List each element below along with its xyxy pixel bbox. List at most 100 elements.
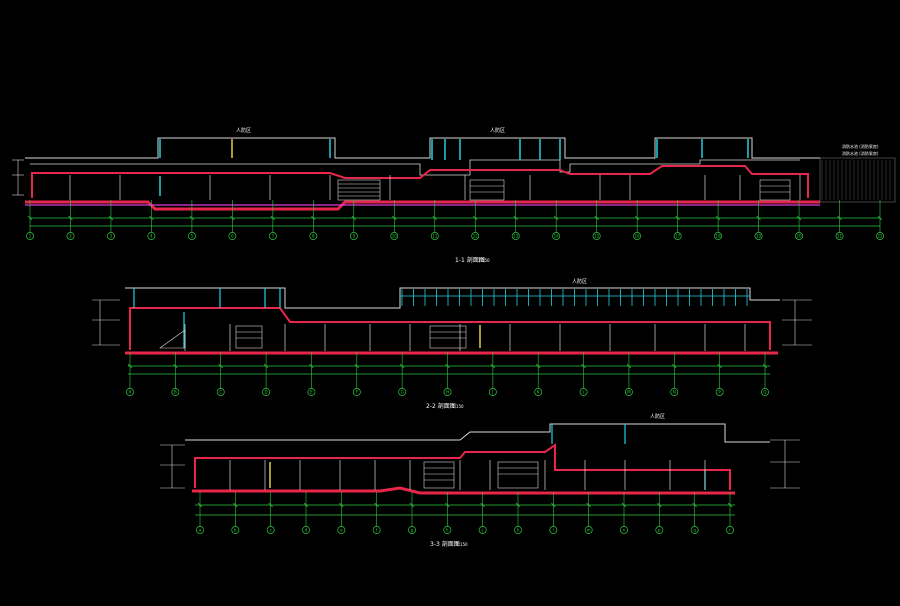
axis-label: d	[305, 528, 308, 533]
axis-bubble	[398, 388, 407, 396]
axis-bubble	[726, 526, 734, 534]
dimension-tick	[490, 363, 496, 369]
dimension-tick	[877, 215, 883, 221]
dimension-tick	[263, 363, 269, 369]
axis-label: a	[199, 528, 202, 533]
axis-label: 2	[69, 234, 72, 239]
section-2-wall	[129, 307, 771, 350]
dimension-tick	[837, 215, 842, 221]
section-1-roof-line	[25, 137, 820, 159]
axis-label: 1	[29, 234, 32, 239]
dimension-tick	[432, 215, 438, 221]
axis-bubble	[690, 526, 699, 534]
dimension-tick	[621, 502, 627, 508]
axis-label: g	[411, 528, 414, 533]
dimension-tick	[657, 502, 662, 508]
axis-label: 9	[353, 234, 356, 239]
axis-label: 13	[513, 234, 519, 239]
axis-label: K	[537, 390, 540, 395]
dimension-tick	[218, 363, 223, 369]
dimension-tick	[311, 215, 316, 221]
dimension-tick	[127, 363, 133, 369]
axis-bubble	[579, 388, 588, 396]
axis-bubble	[715, 388, 724, 396]
axis-label: 8	[312, 234, 315, 239]
axis-label: k	[517, 528, 520, 533]
dimension-tick	[515, 502, 521, 508]
axis-label: l	[553, 528, 554, 533]
axis-label: 6	[231, 234, 234, 239]
dimension-tick	[268, 502, 273, 508]
axis-label: 19	[756, 234, 762, 239]
dimension-tick	[189, 215, 195, 221]
axis-label: 18	[716, 234, 722, 239]
axis-bubble	[26, 232, 34, 240]
axis-bubble	[171, 388, 180, 396]
section-3-scale: 1:150	[456, 542, 468, 547]
axis-bubble	[309, 232, 318, 240]
axis-bubble	[488, 388, 497, 396]
dimension-tick	[173, 363, 178, 369]
dimension-tick	[399, 363, 405, 369]
dimension-tick	[675, 215, 680, 221]
dimension-tick	[727, 502, 733, 508]
section-3-columns	[229, 460, 706, 490]
section-1-ceiling-line	[30, 159, 800, 176]
axis-label: r	[729, 528, 731, 533]
axis-bubble	[534, 388, 543, 396]
axis-bubble	[761, 388, 769, 396]
section-1-wall	[31, 165, 809, 198]
dimension-tick	[551, 502, 556, 508]
axis-label: 15	[594, 234, 600, 239]
dimension-tick	[270, 215, 276, 221]
axis-bubble	[126, 388, 134, 396]
axis-bubble	[514, 526, 522, 534]
axis-bubble	[673, 232, 682, 240]
dimension-tick	[351, 215, 357, 221]
axis-bubble	[337, 526, 346, 534]
axis-label: n	[623, 528, 626, 533]
dimension-tick	[626, 363, 632, 369]
axis-bubble	[390, 232, 399, 240]
section-1-hatch	[819, 157, 896, 203]
dimension-tick	[762, 363, 768, 369]
axis-label: h	[446, 528, 449, 533]
axis-label: N	[673, 390, 676, 395]
axis-label: E	[310, 390, 313, 395]
axis-bubble	[714, 232, 723, 240]
axis-bubble	[262, 388, 271, 396]
section-1-base-strip	[25, 204, 820, 206]
section-2-glazing	[133, 288, 281, 348]
axis-bubble	[511, 232, 520, 240]
axis-bubble	[655, 526, 664, 534]
section-1-hatch-lines	[821, 160, 891, 200]
section-1-floor-slab	[25, 200, 820, 211]
axis-label: m	[587, 528, 591, 533]
section-2-title: 2-2 剖面图	[426, 402, 456, 410]
axis-label: 7	[272, 234, 275, 239]
axis-bubble	[443, 526, 452, 534]
section-3-wall	[194, 443, 731, 490]
section-2-stairs	[159, 325, 467, 349]
dimension-tick	[108, 215, 114, 221]
axis-label: B	[174, 390, 177, 395]
dimension-tick	[586, 502, 591, 508]
section-1-note-1: 消防水池 (消防泵房)	[842, 143, 879, 149]
axis-bubble	[584, 526, 593, 534]
dimension-tick	[197, 502, 203, 508]
section-1-note-2: 消防水池 (消防泵房)	[842, 150, 879, 156]
dimension-tick	[392, 215, 397, 221]
dimension-tick	[445, 502, 450, 508]
dimension-tick	[374, 502, 379, 508]
axis-label: Q	[763, 390, 766, 395]
axis-label: j	[481, 528, 483, 533]
dimension-tick	[354, 363, 360, 369]
axis-bubble	[552, 232, 561, 240]
dimension-tick	[309, 363, 314, 369]
